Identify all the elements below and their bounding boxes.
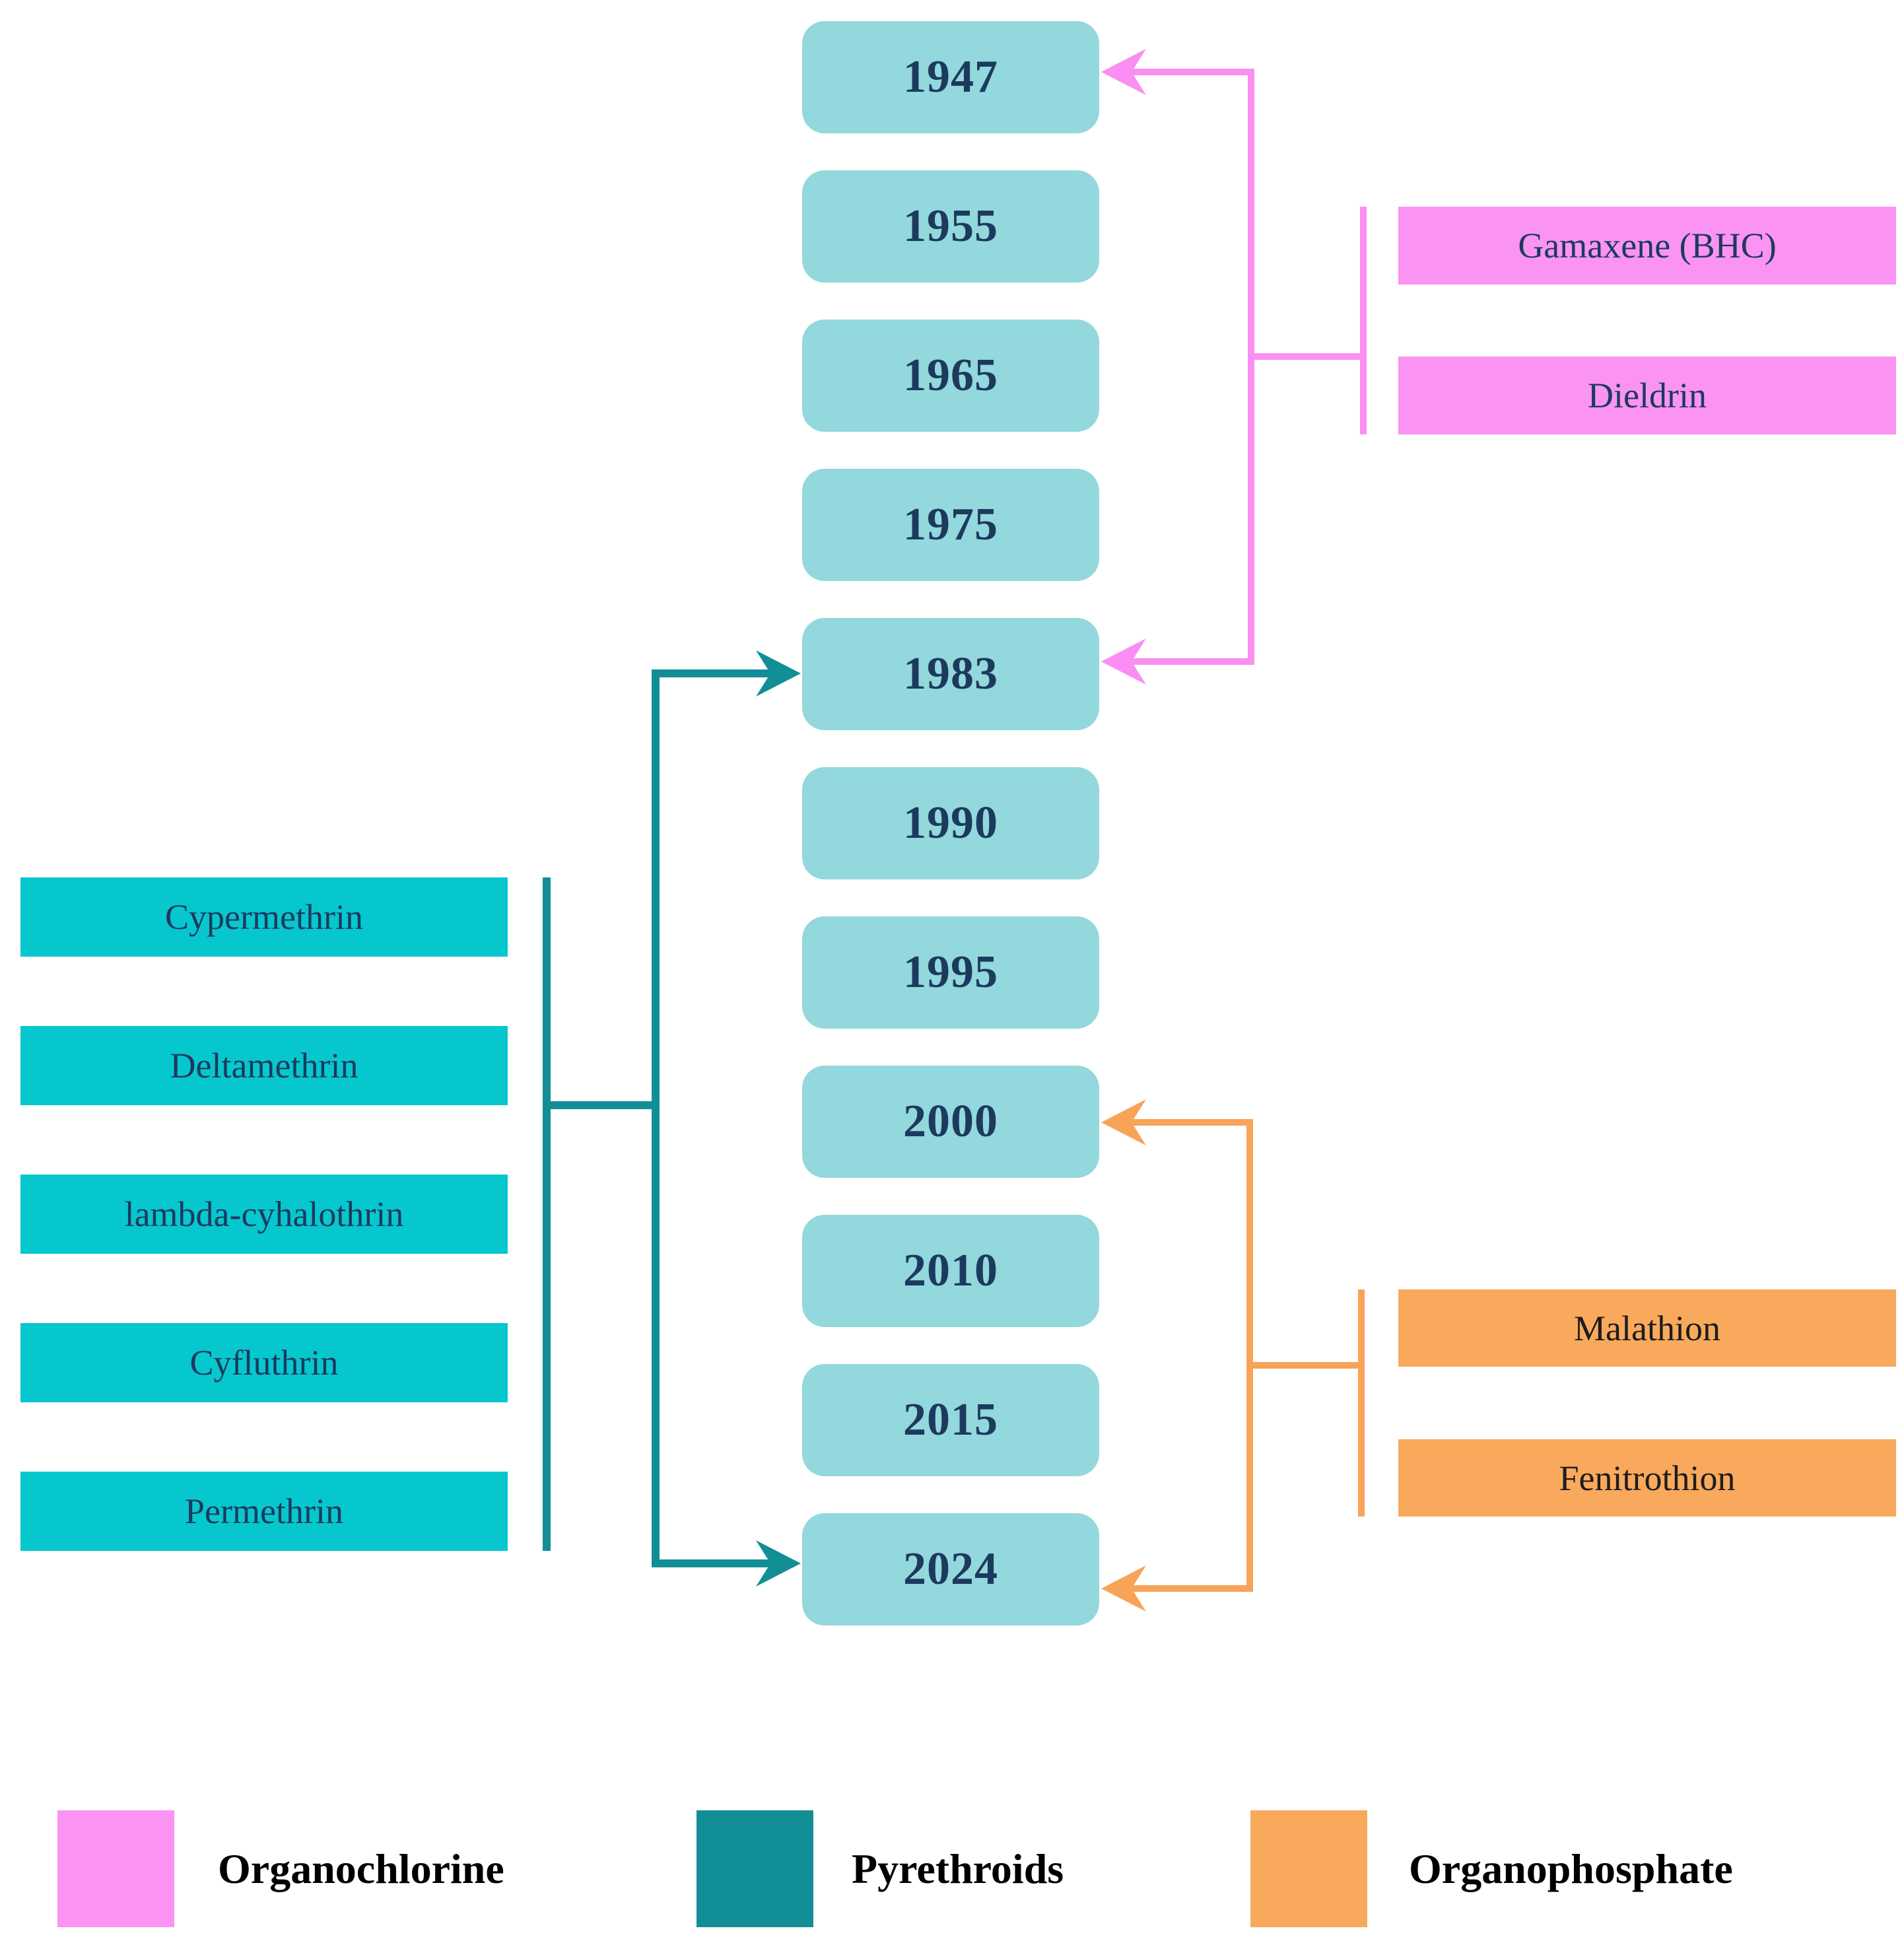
chem-box-lambda-cyhalothrin: lambda-cyhalothrin — [20, 1175, 508, 1254]
year-box-1947: 1947 — [802, 21, 1099, 133]
legend-label-pyrethroids: Pyrethroids — [852, 1845, 1064, 1892]
chem-box-cypermethrin: Cypermethrin — [20, 877, 508, 957]
organophosphate-elbow-line — [1132, 1119, 1253, 1592]
year-box-2015: 2015 — [802, 1364, 1099, 1476]
year-box-1965: 1965 — [802, 320, 1099, 432]
pyrethroids-arrowhead-1983-icon — [756, 650, 801, 697]
year-box-2000: 2000 — [802, 1066, 1099, 1178]
year-box-2024: 2024 — [802, 1513, 1099, 1625]
year-box-1983: 1983 — [802, 618, 1099, 730]
organochlorine-connector — [1101, 49, 1367, 685]
chem-box-gamaxene-bhc: Gamaxene (BHC) — [1398, 207, 1896, 285]
chem-box-dieldrin: Dieldrin — [1398, 357, 1896, 434]
year-box-1995: 1995 — [802, 916, 1099, 1029]
legend-swatch-organophosphate — [1250, 1810, 1367, 1927]
pyrethroids-connector — [543, 650, 801, 1587]
legend-label-organophosphate: Organophosphate — [1409, 1845, 1733, 1892]
chem-box-permethrin: Permethrin — [20, 1472, 508, 1551]
organochlorine-elbow-line — [1132, 69, 1254, 665]
legend-label-organochlorine: Organochlorine — [218, 1845, 504, 1892]
organophosphate-arrowhead-2000-icon — [1101, 1099, 1146, 1145]
chem-box-cyfluthrin: Cyfluthrin — [20, 1323, 508, 1402]
legend-swatch-pyrethroids — [697, 1810, 813, 1927]
pyrethroids-arrowhead-2024-icon — [756, 1540, 801, 1587]
chem-box-deltamethrin: Deltamethrin — [20, 1026, 508, 1105]
chem-box-malathion: Malathion — [1398, 1289, 1896, 1367]
year-box-2010: 2010 — [802, 1215, 1099, 1327]
organochlorine-arrowhead-1983-icon — [1101, 638, 1146, 685]
organophosphate-connector — [1101, 1099, 1365, 1612]
chem-box-fenitrothion: Fenitrothion — [1398, 1439, 1896, 1517]
organophosphate-arrowhead-2024-icon — [1101, 1565, 1146, 1612]
legend-swatch-organochlorine — [57, 1810, 174, 1927]
year-box-1955: 1955 — [802, 170, 1099, 283]
pyrethroids-elbow-line — [652, 669, 770, 1567]
year-box-1990: 1990 — [802, 767, 1099, 879]
organochlorine-arrowhead-1947-icon — [1101, 49, 1146, 95]
year-box-1975: 1975 — [802, 469, 1099, 581]
